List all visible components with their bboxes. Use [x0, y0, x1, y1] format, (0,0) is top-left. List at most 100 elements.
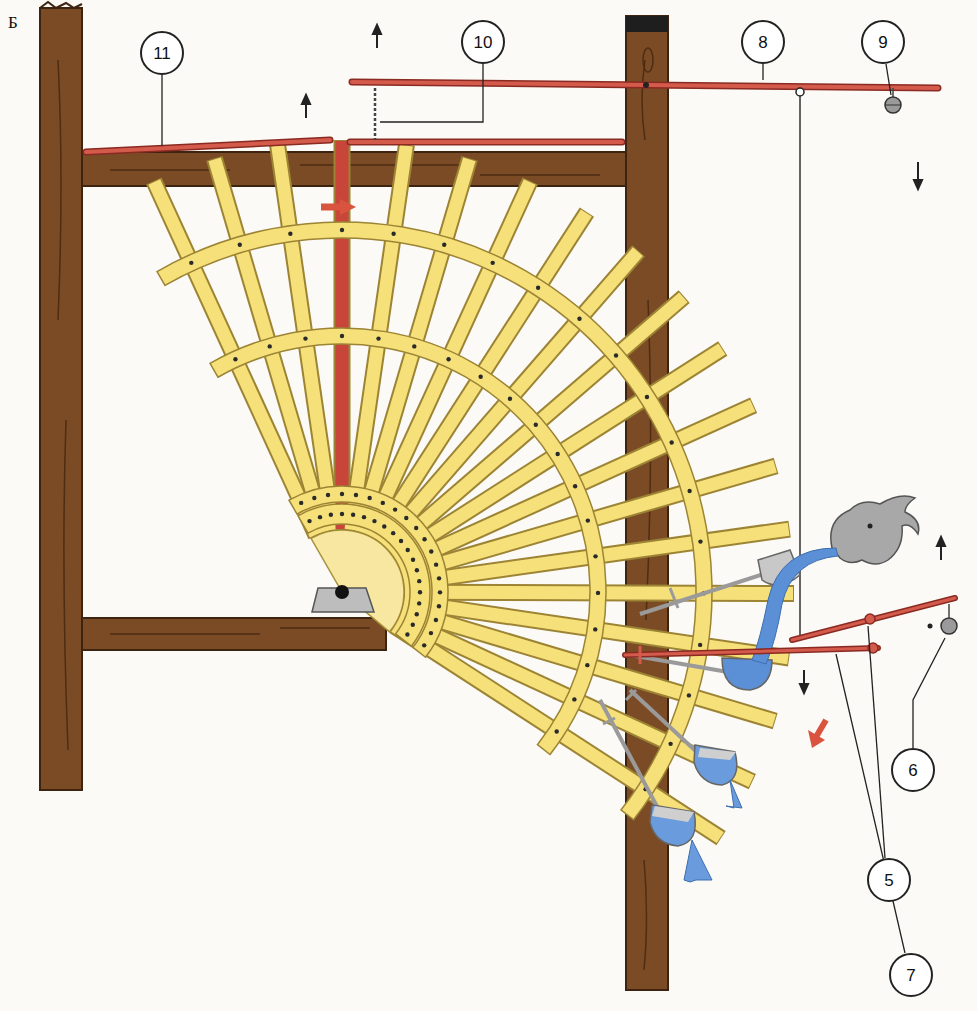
wood-grain — [110, 165, 600, 175]
rivet — [329, 513, 333, 517]
fan-arc — [210, 328, 606, 755]
rivet — [340, 334, 344, 338]
rivet — [391, 232, 395, 236]
cup — [694, 745, 737, 785]
cup-arm — [630, 655, 728, 672]
rivet — [406, 548, 410, 552]
rivet — [376, 336, 380, 340]
leader-line — [762, 64, 763, 80]
weight-hook — [948, 604, 950, 618]
fan-rod — [390, 297, 684, 551]
pivot-axle — [335, 585, 349, 599]
rivet — [478, 375, 482, 379]
leader-line — [161, 75, 162, 146]
rivet — [340, 228, 344, 232]
rivet — [405, 632, 409, 636]
rivet — [362, 515, 366, 519]
lever-5 — [792, 598, 955, 640]
rivet — [372, 519, 376, 523]
rivet — [586, 518, 590, 522]
rivet — [555, 452, 559, 456]
callout-number: 5 — [884, 872, 893, 889]
motion-arrow — [376, 28, 378, 48]
callout-circle: 7 — [889, 953, 933, 997]
fan-rod — [383, 251, 639, 545]
cup — [650, 805, 695, 846]
rivet — [404, 516, 408, 520]
callout-number: 6 — [908, 762, 917, 779]
callout-number: 8 — [758, 34, 767, 51]
rivet — [418, 590, 422, 594]
rivet — [299, 501, 303, 505]
motion-arrow — [305, 98, 307, 118]
rivet — [414, 526, 418, 530]
cup-rim — [652, 806, 694, 822]
rivet — [412, 344, 416, 348]
rivet — [417, 601, 421, 605]
rivet — [303, 336, 307, 340]
weight-6 — [941, 618, 957, 634]
rivet — [554, 729, 558, 733]
fan-rod — [383, 252, 638, 545]
lower-beam — [82, 618, 386, 650]
leader-line — [886, 64, 891, 95]
leader-line — [836, 654, 905, 953]
red-arrow — [321, 204, 342, 211]
rivet — [415, 568, 419, 572]
callout-number: 10 — [474, 34, 493, 51]
rivet — [687, 489, 691, 493]
rivet — [437, 576, 441, 580]
callout-number: 7 — [906, 967, 915, 984]
rivet — [393, 507, 397, 511]
rivet — [585, 663, 589, 667]
rivet — [593, 627, 597, 631]
cup-arm — [630, 690, 700, 755]
rivet — [411, 623, 415, 627]
red-arrow — [808, 730, 825, 748]
rivet — [351, 513, 355, 517]
cup-arm — [670, 588, 678, 608]
rivet — [326, 493, 330, 497]
motion-arrow — [917, 162, 919, 186]
rivet — [238, 243, 242, 247]
weight-band — [885, 105, 901, 106]
callout-circle: 6 — [891, 748, 935, 792]
rivet — [434, 618, 438, 622]
post-break — [40, 2, 82, 8]
callout-circle: 9 — [861, 20, 905, 64]
rivet — [572, 697, 576, 701]
motion-arrows — [306, 28, 941, 748]
rivet — [429, 631, 433, 635]
rivet — [382, 524, 386, 528]
post-cap — [626, 16, 668, 32]
rivet — [687, 693, 691, 697]
lever-pivot — [865, 614, 875, 624]
water-drip — [684, 840, 712, 882]
figure-letter: Б — [8, 14, 18, 31]
rivet — [415, 612, 419, 616]
cup-arm — [600, 700, 660, 812]
lever-pivot — [643, 82, 649, 88]
rivet — [340, 492, 344, 496]
rivet — [340, 512, 344, 516]
red-arrow — [816, 720, 826, 737]
lever-8 — [352, 82, 938, 88]
leader-lines — [162, 64, 945, 953]
rivet — [534, 423, 538, 427]
fan-arc — [289, 486, 448, 657]
wood-grain — [642, 60, 651, 970]
rivet — [698, 643, 702, 647]
rivet — [698, 539, 702, 543]
rivet — [391, 531, 395, 535]
rivet — [422, 537, 426, 541]
rivet — [288, 232, 292, 236]
motion-arrow — [803, 670, 805, 690]
rivet — [614, 353, 618, 357]
left-post — [40, 8, 82, 790]
rivet — [312, 496, 316, 500]
rivet — [354, 493, 358, 497]
rod-fan — [154, 140, 794, 838]
rivet — [596, 591, 600, 595]
